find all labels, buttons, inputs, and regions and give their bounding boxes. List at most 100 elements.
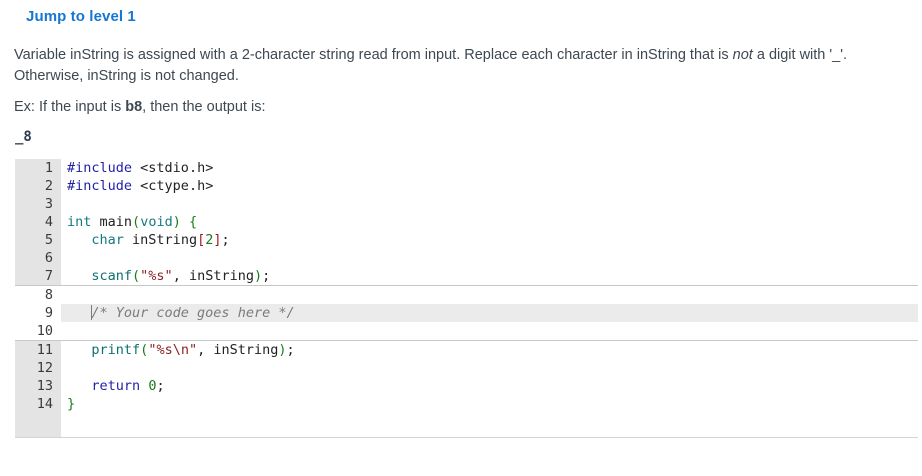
token: void xyxy=(140,214,173,231)
line-number: 3 xyxy=(15,195,61,214)
example-prefix: Ex: If the input is xyxy=(14,99,126,116)
token: 0 xyxy=(148,378,157,395)
code-lines: 1#include <stdio.h>2#include <ctype.h>3 … xyxy=(15,159,918,438)
token xyxy=(67,342,91,358)
token: ; xyxy=(221,232,230,249)
token: <ctype.h> xyxy=(140,178,214,195)
token xyxy=(132,178,140,194)
token: ) xyxy=(172,214,181,231)
code-content[interactable]: } xyxy=(61,395,918,413)
code-line-5[interactable]: 5 char inString[2]; xyxy=(15,231,918,250)
code-table: 1#include <stdio.h>2#include <ctype.h>3 … xyxy=(15,159,918,438)
code-line-14[interactable]: 14} xyxy=(15,395,918,414)
token: ( xyxy=(140,342,149,359)
line-number: 14 xyxy=(15,395,61,414)
token: /* Your code goes here */ xyxy=(91,305,295,322)
code-line-1[interactable]: 1#include <stdio.h> xyxy=(15,159,918,178)
line-number: 6 xyxy=(15,249,61,268)
code-content[interactable]: /* Your code goes here */ xyxy=(61,304,918,323)
line-number: 2 xyxy=(15,177,61,196)
code-line-10[interactable]: 10 xyxy=(15,322,918,342)
token: #include xyxy=(67,178,133,195)
line-number: 10 xyxy=(15,322,61,342)
prompt-text-part-1: Variable inString is assigned with a 2-c… xyxy=(14,47,733,63)
token: scanf xyxy=(91,268,133,285)
code-content[interactable]: char inString[2]; xyxy=(61,231,918,249)
code-line-12[interactable]: 12 xyxy=(15,359,918,378)
token: main xyxy=(99,214,133,231)
token: ) xyxy=(278,342,287,359)
line-number: 5 xyxy=(15,231,61,250)
token: return xyxy=(91,378,141,395)
token xyxy=(67,378,91,394)
code-content[interactable]: printf("%s\n", inString); xyxy=(61,341,918,360)
line-number: 12 xyxy=(15,359,61,378)
token: inString xyxy=(188,268,254,285)
code-line-2[interactable]: 2#include <ctype.h> xyxy=(15,177,918,196)
code-line-7[interactable]: 7 scanf("%s", inString); xyxy=(15,267,918,286)
code-line-3[interactable]: 3 xyxy=(15,195,918,214)
code-editor[interactable]: 1#include <stdio.h>2#include <ctype.h>3 … xyxy=(15,159,918,439)
text-cursor xyxy=(91,305,93,321)
token: int xyxy=(67,214,92,231)
code-content[interactable] xyxy=(61,195,918,213)
code-line-8[interactable]: 8 xyxy=(15,285,918,305)
line-number: 8 xyxy=(15,285,61,305)
code-line-6[interactable]: 6 xyxy=(15,249,918,268)
level-header: Jump to level 1 xyxy=(26,8,136,25)
token xyxy=(132,160,140,176)
code-line-11[interactable]: 11 printf("%s\n", inString); xyxy=(15,340,918,360)
code-content[interactable]: #include <ctype.h> xyxy=(61,177,918,195)
code-line-9[interactable]: 9 /* Your code goes here */ xyxy=(15,304,918,323)
token xyxy=(67,268,91,284)
example-suffix: , then the output is: xyxy=(142,99,266,116)
token: inString xyxy=(213,342,279,359)
token xyxy=(124,232,132,248)
code-content-blank[interactable] xyxy=(61,413,918,437)
token xyxy=(91,214,99,230)
token: 2 xyxy=(205,232,214,249)
token: ] xyxy=(213,232,222,249)
prompt-text-part-2: a digit with '_'. Otherwise, inString is… xyxy=(14,47,848,85)
token: { xyxy=(188,214,198,231)
code-content[interactable] xyxy=(61,322,918,342)
token: #include xyxy=(67,160,133,177)
prompt-paragraph: Variable inString is assigned with a 2-c… xyxy=(14,45,904,87)
code-content[interactable]: return 0; xyxy=(61,377,918,395)
token xyxy=(67,232,91,248)
token: ( xyxy=(132,268,141,285)
line-number: 13 xyxy=(15,377,61,396)
exercise-page: Jump to level 1 Variable inString is ass… xyxy=(0,8,922,439)
code-content[interactable]: int main(void) { xyxy=(61,213,918,231)
token: } xyxy=(67,396,76,413)
example-line: Ex: If the input is b8, then the output … xyxy=(14,99,904,115)
line-number: 1 xyxy=(15,159,61,178)
line-number: 9 xyxy=(15,304,61,323)
prompt-emphasis-not: not xyxy=(732,47,753,63)
line-number: 4 xyxy=(15,213,61,232)
code-content[interactable]: #include <stdio.h> xyxy=(61,159,918,177)
token: "%s" xyxy=(140,268,173,285)
token: inString xyxy=(132,232,198,249)
example-input-value: b8 xyxy=(125,99,143,116)
token xyxy=(181,214,189,230)
token: ) xyxy=(253,268,263,285)
token: ; xyxy=(156,378,165,395)
code-content[interactable] xyxy=(61,249,918,267)
code-line-13[interactable]: 13 return 0; xyxy=(15,377,918,396)
line-number-blank xyxy=(15,413,61,438)
token: ( xyxy=(132,214,141,231)
token: [ xyxy=(197,232,206,249)
code-content[interactable] xyxy=(61,359,918,377)
line-number: 7 xyxy=(15,267,61,286)
prompt-section: Variable inString is assigned with a 2-c… xyxy=(0,45,922,145)
code-content[interactable] xyxy=(61,285,918,305)
code-content[interactable]: scanf("%s", inString); xyxy=(61,267,918,286)
token: ; xyxy=(262,268,271,285)
token: char xyxy=(91,232,124,249)
token: printf xyxy=(91,342,141,359)
line-number: 11 xyxy=(15,340,61,360)
token: <stdio.h> xyxy=(140,160,214,177)
editor-padding-row xyxy=(15,413,918,438)
